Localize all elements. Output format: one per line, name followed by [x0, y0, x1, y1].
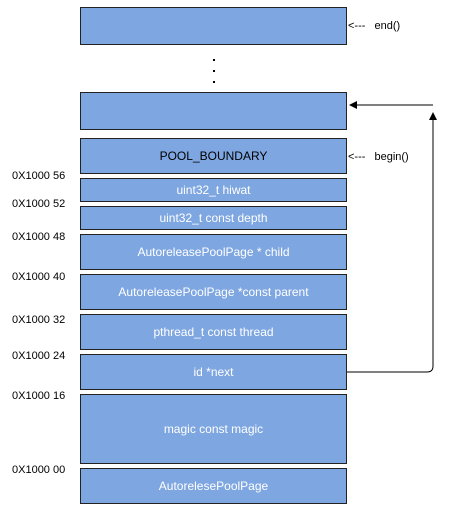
parent-block: AutoreleasePoolPage *const parent — [80, 274, 347, 310]
page-block: AutorelesePoolPage — [80, 468, 347, 504]
empty-block — [80, 92, 347, 130]
pool-boundary-label: POOL_BOUNDARY — [159, 149, 268, 163]
next-block: id *next — [80, 354, 347, 390]
address-label-16: 0X1000 16 — [12, 390, 66, 402]
top-block — [80, 7, 347, 45]
begin-pointer-label: <--- begin() — [348, 151, 409, 163]
thread-label: pthread_t const thread — [153, 325, 274, 339]
end-arrow-prefix: <--- — [348, 20, 366, 32]
address-label-52: 0X1000 52 — [12, 198, 66, 210]
page-label: AutorelesePoolPage — [158, 479, 269, 493]
address-label-32: 0X1000 32 — [12, 314, 66, 326]
ellipsis-dot-1 — [213, 59, 215, 61]
thread-block: pthread_t const thread — [80, 314, 347, 350]
child-label: AutoreleasePoolPage * child — [137, 245, 290, 259]
next-label: id *next — [193, 365, 234, 379]
ellipsis-dot-2 — [213, 70, 215, 72]
begin-text: begin() — [374, 151, 409, 163]
ellipsis-dot-3 — [213, 81, 215, 83]
hiwat-label: uint32_t hiwat — [176, 183, 251, 197]
pool-boundary-block: POOL_BOUNDARY — [80, 138, 347, 174]
address-label-48: 0X1000 48 — [12, 231, 66, 243]
address-label-24: 0X1000 24 — [12, 350, 66, 362]
magic-label: magic const magic — [163, 422, 264, 436]
child-block: AutoreleasePoolPage * child — [80, 234, 347, 270]
address-label-00: 0X1000 00 — [12, 464, 66, 476]
address-label-40: 0X1000 40 — [12, 271, 66, 283]
begin-arrow-prefix: <--- — [348, 151, 366, 163]
end-text: end() — [374, 20, 401, 32]
depth-label: uint32_t const depth — [159, 211, 268, 225]
end-pointer-label: <--- end() — [348, 20, 400, 32]
magic-block: magic const magic — [80, 394, 347, 464]
parent-label: AutoreleasePoolPage *const parent — [118, 285, 309, 299]
hiwat-block: uint32_t hiwat — [80, 178, 347, 202]
address-label-56: 0X1000 56 — [12, 170, 66, 182]
depth-block: uint32_t const depth — [80, 206, 347, 230]
